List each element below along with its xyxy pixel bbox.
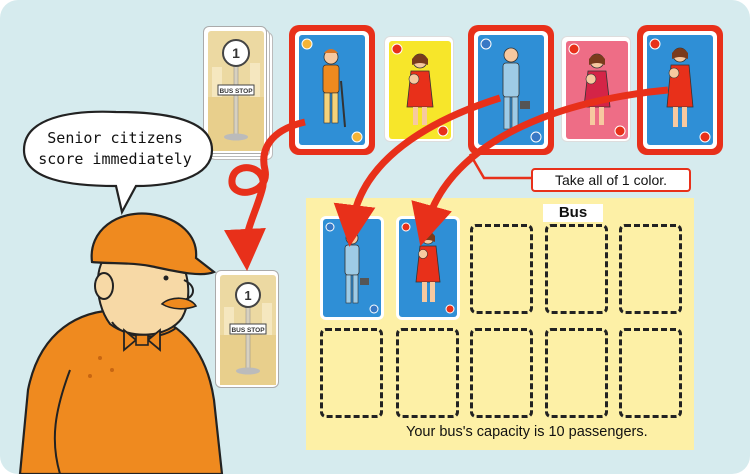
- speech-line-1: Senior citizens: [47, 129, 183, 147]
- arrow-senior-to-score: [223, 118, 306, 271]
- arrow-businessman-to-bus: [333, 94, 502, 247]
- bus-slot-3[interactable]: [470, 224, 533, 314]
- deck-sign-text: BUS STOP: [219, 88, 253, 95]
- bus-slot-6[interactable]: [320, 328, 383, 418]
- scored-sign-text: BUS STOP: [231, 327, 265, 334]
- bus-slot-4[interactable]: [545, 224, 608, 314]
- speech-line-2: score immediately: [38, 150, 192, 168]
- arrow-mother-to-bus: [411, 86, 669, 247]
- draw-deck[interactable]: 1 BUS STOP: [203, 26, 275, 162]
- bus-slot-9[interactable]: [545, 328, 608, 418]
- market-card-pink-mother[interactable]: [561, 36, 631, 142]
- take-color-callout: Take all of 1 color.: [531, 168, 691, 192]
- senior-character: [18, 212, 224, 474]
- scored-sign-number: 1: [244, 288, 251, 303]
- market-card-senior[interactable]: [295, 31, 369, 149]
- bus-slot-7[interactable]: [396, 328, 459, 418]
- bus-capacity-text: Your bus's capacity is 10 passengers.: [406, 424, 648, 440]
- bus-slot-8[interactable]: [470, 328, 533, 418]
- bus-slot-10[interactable]: [619, 328, 682, 418]
- bus-stop-card-art: 1 BUS STOP: [208, 31, 264, 151]
- speech-bubble-text: Senior citizens score immediately: [20, 128, 210, 170]
- market-card-yellow-mother[interactable]: [384, 36, 454, 142]
- bus-title: Bus: [543, 204, 603, 222]
- deck-top-card[interactable]: 1 BUS STOP: [203, 26, 267, 154]
- callout-connector: [468, 153, 532, 180]
- deck-sign-number: 1: [232, 45, 240, 61]
- bus-slot-5[interactable]: [619, 224, 682, 314]
